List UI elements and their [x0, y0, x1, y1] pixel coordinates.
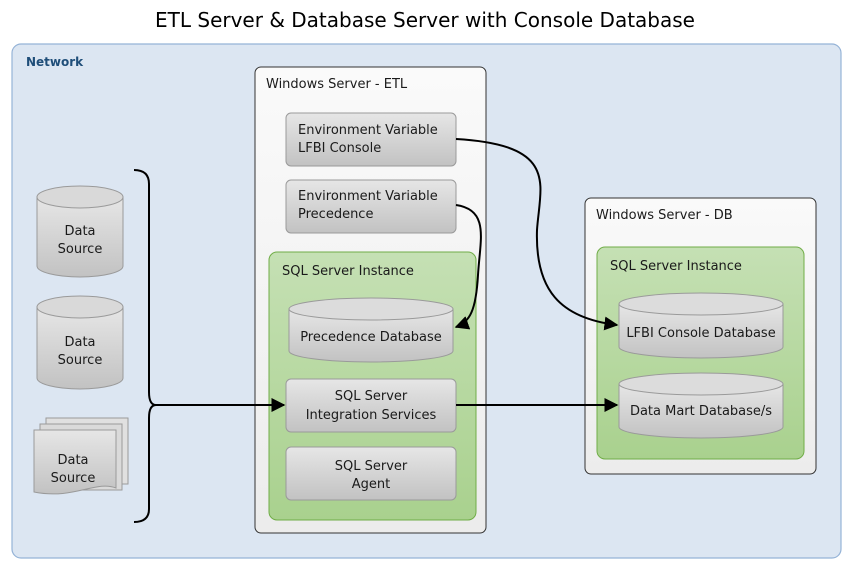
- data-source-database-2: Data Source: [36, 295, 124, 390]
- precedence-envvar-to-precedence-db-arrow: [454, 204, 482, 330]
- data-source-database-1: Data Source: [36, 185, 124, 278]
- db-sql-instance-label: SQL Server Instance: [610, 259, 742, 274]
- ssis-line1: SQL Server: [335, 389, 408, 404]
- console-envvar-to-console-db-arrow: [455, 138, 619, 331]
- ssis-box: [285, 378, 457, 433]
- env-var-console-box: [285, 112, 457, 167]
- ssis-line2: Integration Services: [306, 408, 437, 423]
- data-source-documents: Data Source: [33, 417, 129, 495]
- sql-agent-box: [285, 446, 457, 501]
- env-var-precedence-line1: Environment Variable: [298, 189, 438, 204]
- env-var-console-line2: LFBI Console: [298, 141, 381, 156]
- db-server-label: Windows Server - DB: [596, 208, 733, 223]
- data-source-1-line2: Source: [58, 242, 103, 257]
- env-var-precedence-box: [285, 179, 457, 234]
- env-var-console-line1: Environment Variable: [298, 123, 438, 138]
- precedence-database: Precedence Database: [288, 297, 454, 363]
- data-source-3-line2: Source: [51, 471, 96, 486]
- sql-agent-line2: Agent: [352, 477, 390, 492]
- etl-server-label: Windows Server - ETL: [266, 77, 408, 92]
- data-source-1-line1: Data: [64, 224, 95, 239]
- network-label: Network: [26, 55, 84, 69]
- lfbi-console-database: LFBI Console Database: [618, 292, 784, 359]
- precedence-database-label: Precedence Database: [300, 330, 442, 345]
- diagram-title: ETL Server & Database Server with Consol…: [155, 8, 695, 32]
- data-mart-database-label: Data Mart Database/s: [630, 404, 772, 419]
- data-source-3-line1: Data: [57, 453, 88, 468]
- env-var-precedence-line2: Precedence: [298, 207, 373, 222]
- data-source-2-line2: Source: [58, 353, 103, 368]
- etl-sql-instance-label: SQL Server Instance: [282, 264, 414, 279]
- data-mart-database: Data Mart Database/s: [618, 372, 784, 439]
- data-source-2-line1: Data: [64, 335, 95, 350]
- sql-agent-line1: SQL Server: [335, 459, 408, 474]
- lfbi-console-database-label: LFBI Console Database: [626, 326, 775, 341]
